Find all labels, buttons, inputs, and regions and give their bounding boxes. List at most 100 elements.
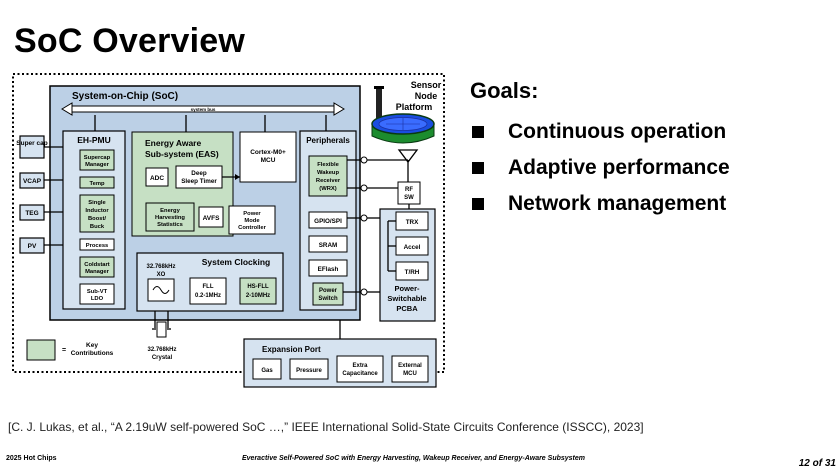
svg-text:GPIO/SPI: GPIO/SPI [314,218,342,225]
pcba-title-3: PCBA [396,304,418,313]
svg-text:Power: Power [243,211,261,217]
block-rf-sw: RF SW [397,181,421,205]
goal-item: Network management [470,186,730,222]
svg-text:XO: XO [157,272,166,278]
svg-text:Process: Process [86,243,109,249]
svg-text:Supercap: Supercap [84,155,111,161]
goals-section: Goals: Continuous operation Adaptive per… [470,78,730,222]
block-deep-sleep-timer: Deep Sleep Timer [175,165,223,189]
svg-text:Cortex-M0+: Cortex-M0+ [250,149,286,156]
svg-text:Energy: Energy [160,208,180,214]
block-single-inductor: Single Inductor Boost/ Buck [79,194,115,233]
svg-text:FLL: FLL [203,284,214,290]
block-accel: Accel [395,236,429,256]
block-process: Process [79,238,115,251]
block-wakeup-receiver: Flexible Wakeup Receiver (WRX) [308,155,348,197]
system-bus: system bus [61,102,345,116]
footer-talk-title: Everactive Self-Powered SoC with Energy … [242,455,585,462]
svg-text:RF: RF [405,187,413,193]
svg-text:Wakeup: Wakeup [317,170,339,176]
block-sub-vt-ldo: Sub-VT LDO [79,283,115,305]
svg-text:Key: Key [86,342,98,349]
system-bus-label: system bus [191,107,216,112]
svg-text:MCU: MCU [403,371,417,377]
block-energy-harvesting-stats: Energy Harvesting Statistics [145,202,195,232]
svg-text:HS-FLL: HS-FLL [247,284,269,290]
block-extra-capacitance: Extra Capacitance [336,355,384,383]
svg-text:Boost/: Boost/ [88,216,106,222]
svg-text:AVFS: AVFS [203,215,221,222]
block-trx: TRX [395,211,429,231]
svg-text:Buck: Buck [90,224,105,230]
block-fll: FLL 0.2-1MHz [189,277,227,305]
block-gpio-spi: GPIO/SPI [308,211,348,229]
crystal-label-1: 32.768kHz [147,347,176,353]
svg-text:Sleep Timer: Sleep Timer [181,178,217,185]
goal-item: Continuous operation [470,114,730,150]
square-bullet-icon [472,198,484,210]
svg-text:VCAP: VCAP [23,178,42,185]
goals-heading: Goals: [470,78,539,103]
svg-text:Power: Power [319,288,338,294]
svg-text:Inductor: Inductor [85,208,109,214]
peripherals-title: Peripherals [306,136,350,145]
svg-text:MCU: MCU [261,157,276,164]
svg-text:Mode: Mode [244,218,260,224]
eas-title-line2: Sub-system (EAS) [145,149,219,159]
block-eflash: EFlash [308,259,348,277]
crystal-icon [152,311,171,338]
svg-text:Super cap: Super cap [16,140,47,147]
svg-text:Contributions: Contributions [71,350,114,357]
block-power-mode-controller: Power Mode Controller [228,205,276,235]
sensor-node-device-icon [371,86,435,144]
page-number: 12 of 31 [798,458,836,469]
block-sram: SRAM [308,235,348,253]
goal-text: Network management [508,192,727,215]
svg-text:Manager: Manager [85,162,110,168]
svg-text:Temp: Temp [89,181,104,187]
square-bullet-icon [472,162,484,174]
block-hs-fll: HS-FLL 2-10MHz [239,277,277,305]
svg-text:0.2-1MHz: 0.2-1MHz [195,293,221,299]
input-super-cap: Super cap [16,135,48,159]
block-temp: Temp [79,176,115,189]
antenna-icon [397,149,419,182]
svg-text:EFlash: EFlash [318,266,339,273]
svg-text:PV: PV [28,243,37,250]
eas-title-line1: Energy Aware [145,138,201,148]
citation: [C. J. Lukas, et al., “A 2.19uW self-pow… [8,420,644,434]
goal-text: Adaptive performance [508,156,730,179]
svg-text:ADC: ADC [150,175,164,182]
block-cortex-m0-mcu: Cortex-M0+ MCU [239,131,297,183]
block-gas: Gas [252,358,282,380]
svg-text:2-10MHz: 2-10MHz [246,293,270,299]
svg-text:SW: SW [404,195,414,201]
svg-text:SRAM: SRAM [319,242,338,249]
svg-text:Gas: Gas [261,368,273,374]
svg-text:Deep: Deep [191,170,207,177]
svg-text:Statistics: Statistics [157,222,183,228]
svg-text:Coldstart: Coldstart [84,262,110,268]
svg-text:Harvesting: Harvesting [155,215,185,221]
input-teg: TEG [19,204,45,221]
svg-text:Switch: Switch [318,296,338,302]
eh-pmu-title: EH-PMU [77,135,111,145]
svg-text:Sub-VT: Sub-VT [87,289,108,295]
svg-text:(WRX): (WRX) [319,186,336,192]
block-adc: ADC [145,167,169,187]
svg-text:=: = [62,347,66,354]
svg-text:Single: Single [88,200,106,206]
goal-item: Adaptive performance [470,150,730,186]
svg-text:Controller: Controller [238,225,266,231]
svg-text:Accel: Accel [404,244,421,251]
svg-text:Extra: Extra [352,363,368,369]
expansion-port-title: Expansion Port [262,345,321,354]
block-xo: 32.768kHz XO [146,264,176,302]
input-vcap: VCAP [19,172,45,189]
svg-text:32.768kHz: 32.768kHz [146,264,175,270]
sensor-node-label-3: Platform [396,102,433,112]
svg-text:TEG: TEG [25,210,38,217]
svg-text:Capacitance: Capacitance [342,371,378,377]
footer-event: 2025 Hot Chips [6,455,57,462]
